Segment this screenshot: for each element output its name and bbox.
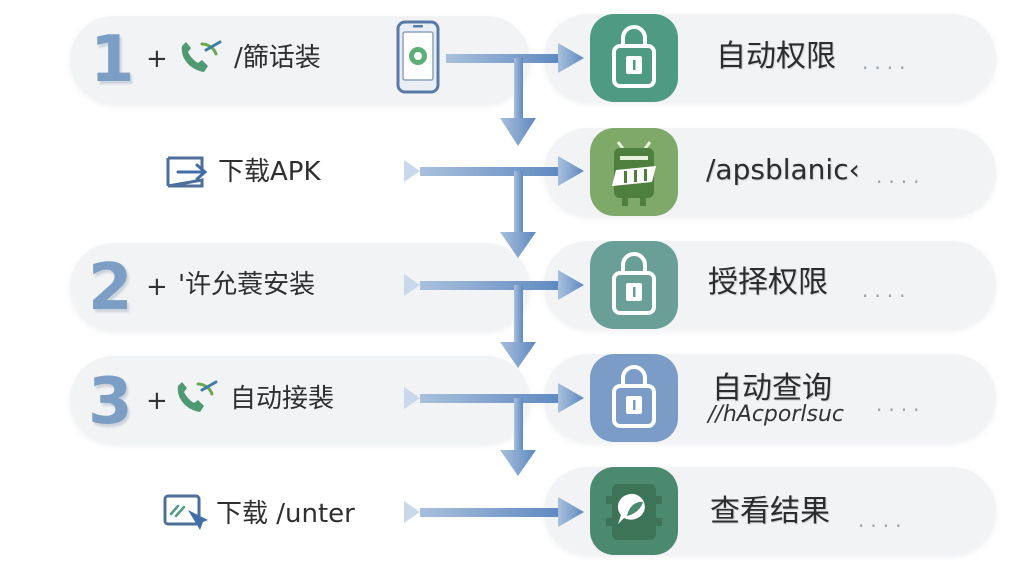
result-4-subtext: ∕/hAcporlsuc	[708, 402, 844, 427]
result-2-text: /apsblanic‹	[706, 153, 860, 186]
plus-sign: +	[146, 272, 168, 302]
more-dots: ....	[862, 50, 912, 74]
step-download-label: 下载APK	[218, 157, 321, 187]
more-dots: ....	[862, 278, 912, 302]
more-dots: ....	[858, 508, 908, 532]
pointer-hand-icon	[162, 492, 210, 534]
step-number-3: 3	[88, 365, 133, 439]
step-2-label: '许允蓑安装	[178, 270, 316, 300]
padlock-icon	[608, 24, 660, 90]
chat-leaf-icon	[602, 474, 666, 550]
plus-sign: +	[146, 386, 168, 416]
plus-sign: +	[146, 44, 168, 74]
more-dots: ....	[876, 164, 926, 188]
more-dots: ....	[876, 392, 926, 416]
step-3-label: 自动接裴	[230, 384, 335, 414]
result-1-text: 自动权限	[716, 39, 836, 74]
step-number-2: 2	[88, 251, 133, 325]
phone-call-icon	[172, 378, 220, 418]
padlock-icon	[608, 364, 660, 430]
padlock-icon	[608, 251, 660, 317]
export-arrow-icon	[164, 152, 210, 192]
smartphone-icon	[396, 20, 440, 94]
step-number-1: 1	[90, 23, 135, 97]
result-5-text: 查看结果	[710, 494, 830, 529]
result-3-text: 授择权限	[708, 265, 828, 300]
result-4-text: 自动查询	[712, 371, 832, 406]
phone-call-icon	[176, 38, 224, 78]
step-1-label: /篩话装	[234, 43, 321, 73]
android-icon	[604, 136, 664, 208]
step-5-label: 下载 /unter	[216, 499, 355, 529]
